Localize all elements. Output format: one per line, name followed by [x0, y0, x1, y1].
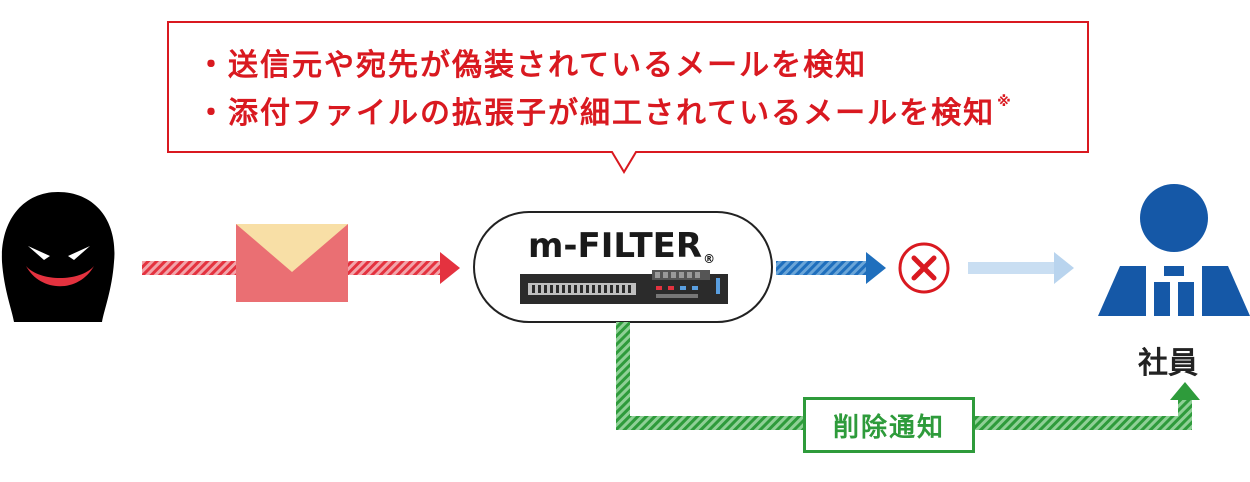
product-logo: m-FILTER®: [528, 226, 715, 266]
blocked-icon: [898, 242, 950, 294]
notification-path: [616, 322, 1200, 430]
callout-box: [167, 21, 1089, 174]
deletion-notice-box: 削除通知: [803, 397, 975, 453]
registered-mark: ®: [703, 252, 716, 266]
filter-output-arrow: [776, 252, 886, 284]
callout-line-1: ・送信元や宛先が偽装されているメールを検知: [196, 48, 868, 83]
deletion-notice-label: 削除通知: [832, 412, 945, 443]
attacker-icon: [1, 192, 115, 322]
envelope-icon: [236, 224, 348, 302]
employee-icon: [1098, 184, 1250, 316]
blocked-delivery-arrow: [968, 252, 1074, 284]
callout-line-2: ・添付ファイルの拡張子が細工されているメールを検知※: [196, 88, 1013, 132]
footnote-mark: ※: [997, 94, 1013, 110]
callout-line-2-text: ・添付ファイルの拡張子が細工されているメールを検知: [196, 96, 996, 131]
employee-label: 社員: [1138, 346, 1198, 381]
product-logo-text: m-FILTER: [528, 226, 703, 266]
